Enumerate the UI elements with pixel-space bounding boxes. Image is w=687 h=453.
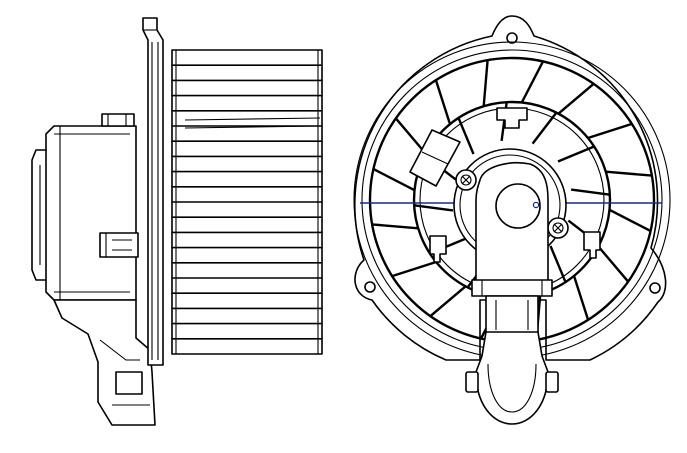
- right-latch: [583, 231, 601, 259]
- grille-spoke: [372, 167, 416, 192]
- fan-wheel: [171, 49, 323, 355]
- grille-spoke: [457, 117, 475, 155]
- grille-spoke: [394, 117, 427, 155]
- grille-spoke: [429, 285, 467, 318]
- grille-spoke: [608, 208, 652, 233]
- motor-housing: [31, 113, 137, 301]
- grille-spoke: [413, 204, 454, 212]
- side-connector: [99, 232, 139, 258]
- grille-spoke: [434, 79, 452, 125]
- grille-spoke: [371, 223, 419, 230]
- grille-spoke: [597, 245, 630, 283]
- mounting-flange: [142, 17, 164, 366]
- screw-left: [455, 169, 477, 191]
- shaft-point: [532, 201, 540, 209]
- grille-spoke: [605, 170, 653, 177]
- shaft-hub: [495, 183, 541, 229]
- mounting-hole-right: [649, 282, 661, 294]
- motor-connector-plug: [465, 295, 559, 425]
- front-view: [353, 15, 671, 425]
- grille-spoke: [570, 188, 611, 196]
- mounting-holes: [364, 32, 661, 294]
- left-latch: [429, 235, 447, 263]
- grille-spoke: [572, 275, 590, 321]
- grille-spoke: [520, 60, 545, 104]
- mounting-hole-top: [506, 32, 518, 44]
- grille-spoke: [557, 82, 595, 115]
- top-latch: [496, 107, 528, 129]
- mounting-hole-left: [364, 281, 376, 293]
- grille-spoke: [482, 59, 489, 107]
- grille-spoke: [557, 145, 595, 163]
- grille-spoke: [531, 111, 558, 145]
- grille-spoke: [587, 122, 633, 140]
- lower-bracket: [53, 299, 156, 426]
- connector-collar: [471, 279, 553, 297]
- grille-spoke: [391, 260, 437, 278]
- side-view: [31, 17, 323, 426]
- screw-right: [547, 217, 569, 239]
- grille-spoke: [549, 245, 567, 283]
